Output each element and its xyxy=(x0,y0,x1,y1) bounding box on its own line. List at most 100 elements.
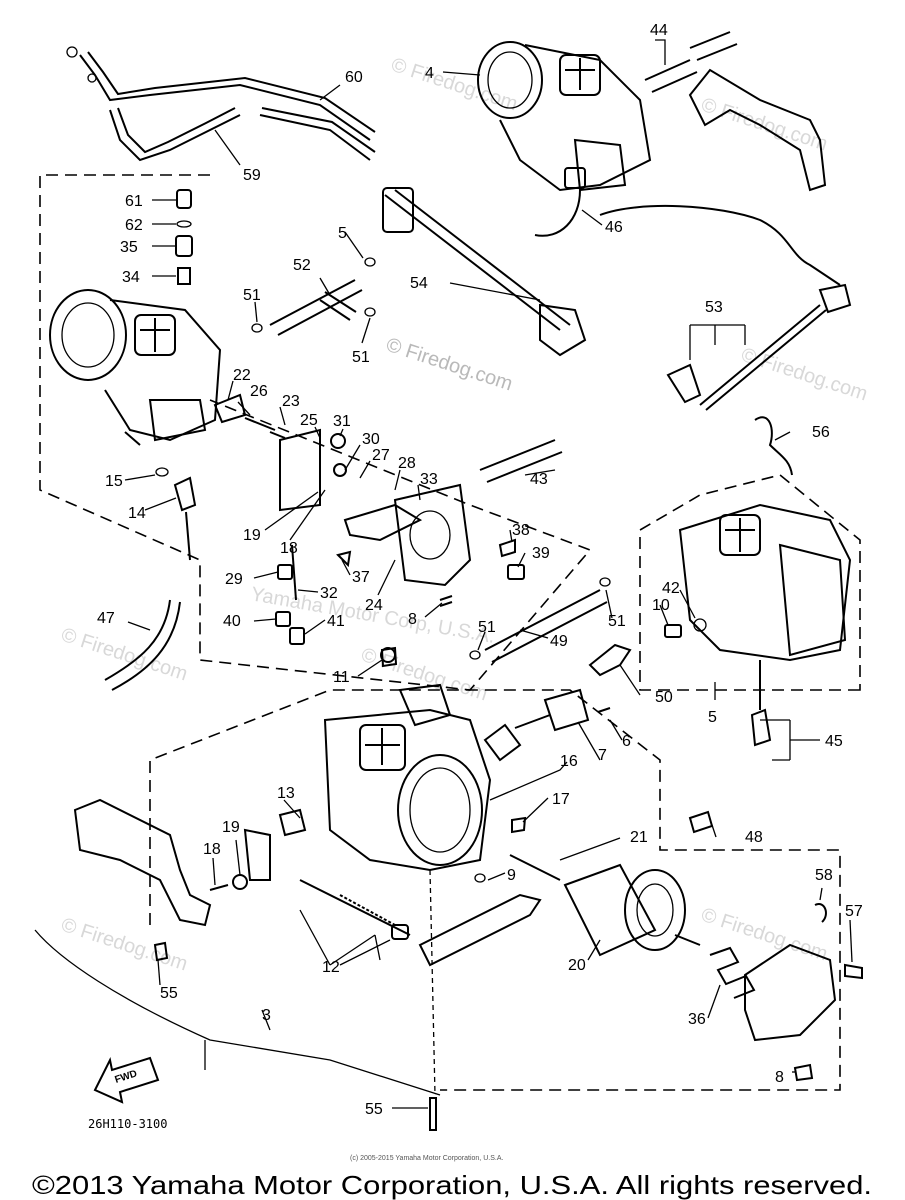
carburetor-top xyxy=(477,41,652,237)
clip-51c xyxy=(469,650,481,660)
label-5a: 5 xyxy=(338,225,347,242)
clip-58 xyxy=(814,903,827,923)
drawing-code: 26H110-3100 xyxy=(88,1117,167,1131)
watermark-firedog-topright: © Firedog.com xyxy=(698,94,830,156)
label-27: 27 xyxy=(372,447,390,464)
label-41: 41 xyxy=(327,613,345,630)
label-44: 44 xyxy=(650,22,668,39)
pump-rod-12 xyxy=(299,879,411,940)
label-4: 4 xyxy=(425,65,434,82)
label-42: 42 xyxy=(662,580,680,597)
label-3: 3 xyxy=(262,1007,271,1024)
label-51d: 51 xyxy=(608,613,626,630)
screw-17 xyxy=(511,816,527,834)
label-61: 61 xyxy=(125,193,143,210)
bracket-45 xyxy=(750,660,772,747)
label-8b: 8 xyxy=(775,1069,784,1086)
rod-54 xyxy=(382,187,587,357)
label-18b: 18 xyxy=(203,841,221,858)
label-21: 21 xyxy=(630,829,648,846)
pipe-49 xyxy=(484,589,608,663)
label-18a: 18 xyxy=(280,540,298,557)
assembly-outlines xyxy=(34,174,861,1096)
small-parts-stack xyxy=(175,189,193,285)
label-10: 10 xyxy=(652,597,670,614)
parts-layer xyxy=(49,31,863,1131)
hose-44 xyxy=(644,31,738,93)
spring-56 xyxy=(754,416,793,476)
label-25: 25 xyxy=(300,412,318,429)
label-15: 15 xyxy=(105,473,123,490)
label-6: 6 xyxy=(622,733,631,750)
fitting-14-15 xyxy=(155,467,197,561)
hose-47 xyxy=(104,599,181,691)
screw-55b xyxy=(429,1097,437,1131)
screw-57 xyxy=(844,963,863,980)
leader-lines xyxy=(124,39,853,1109)
watermark-yamaha: Yamaha Motor Corp, U.S.A. xyxy=(249,583,497,648)
label-56: 56 xyxy=(812,424,830,441)
clip-51d xyxy=(599,577,611,587)
label-13: 13 xyxy=(277,785,295,802)
label-54: 54 xyxy=(410,275,428,292)
small-screws-mid xyxy=(336,538,525,607)
watermark-firedog-top: © Firedog.com xyxy=(388,54,520,116)
cover-plate-left xyxy=(73,798,212,927)
label-19b: 19 xyxy=(222,819,240,836)
label-22: 22 xyxy=(233,367,251,384)
label-58: 58 xyxy=(815,867,833,884)
screw-48 xyxy=(688,810,714,834)
watermark-firedog-center: © Firedog.com xyxy=(383,334,515,396)
label-51a: 51 xyxy=(243,287,261,304)
label-20: 20 xyxy=(568,957,586,974)
link-plate xyxy=(418,893,542,967)
label-33: 33 xyxy=(420,471,438,488)
label-39: 39 xyxy=(532,545,550,562)
label-31: 31 xyxy=(333,413,351,430)
fwd-label: FWD xyxy=(114,1068,139,1086)
label-60: 60 xyxy=(345,69,363,86)
screw-11 xyxy=(380,646,398,668)
label-53: 53 xyxy=(705,299,723,316)
carburetor-right xyxy=(664,503,852,662)
watermark-firedog-right: © Firedog.com xyxy=(738,344,870,406)
label-55a: 55 xyxy=(160,985,178,1002)
bracket-top-right xyxy=(688,68,827,192)
vent-tube-46 xyxy=(599,204,841,286)
accelerator-pump xyxy=(483,688,611,762)
label-62: 62 xyxy=(125,217,143,234)
label-23: 23 xyxy=(282,393,300,410)
label-26: 26 xyxy=(250,383,268,400)
label-14: 14 xyxy=(128,505,146,522)
watermark-firedog-bottomright: © Firedog.com xyxy=(698,904,830,966)
label-17: 17 xyxy=(552,791,570,808)
label-29: 29 xyxy=(225,571,243,588)
label-43: 43 xyxy=(530,471,548,488)
spring-36 xyxy=(709,946,756,999)
label-16: 16 xyxy=(560,753,578,770)
label-57: 57 xyxy=(845,903,863,920)
top-cover xyxy=(744,943,837,1042)
label-38: 38 xyxy=(512,522,530,539)
label-36: 36 xyxy=(688,1011,706,1028)
label-51b: 51 xyxy=(352,349,370,366)
screw-55a xyxy=(153,941,169,962)
label-52: 52 xyxy=(293,257,311,274)
fine-print: (c) 2005-2015 Yamaha Motor Corporation, … xyxy=(350,1155,503,1162)
screw-8b xyxy=(793,1063,814,1082)
carburetor-left xyxy=(49,289,222,446)
copyright-footer: ©2013 Yamaha Motor Corporation, U.S.A. A… xyxy=(32,1170,872,1200)
label-51c: 51 xyxy=(478,619,496,636)
tee-pipe-52 xyxy=(251,257,376,336)
watermark-firedog-bottomleft: © Firedog.com xyxy=(58,914,190,976)
float-bowl-cluster xyxy=(279,428,472,587)
fuel-hose-59 xyxy=(66,46,241,162)
label-32: 32 xyxy=(320,585,338,602)
label-35: 35 xyxy=(120,239,138,256)
label-19a: 19 xyxy=(243,527,261,544)
label-59: 59 xyxy=(243,167,261,184)
label-37: 37 xyxy=(352,569,370,586)
lever-50 xyxy=(588,643,632,677)
label-49: 49 xyxy=(550,633,568,650)
